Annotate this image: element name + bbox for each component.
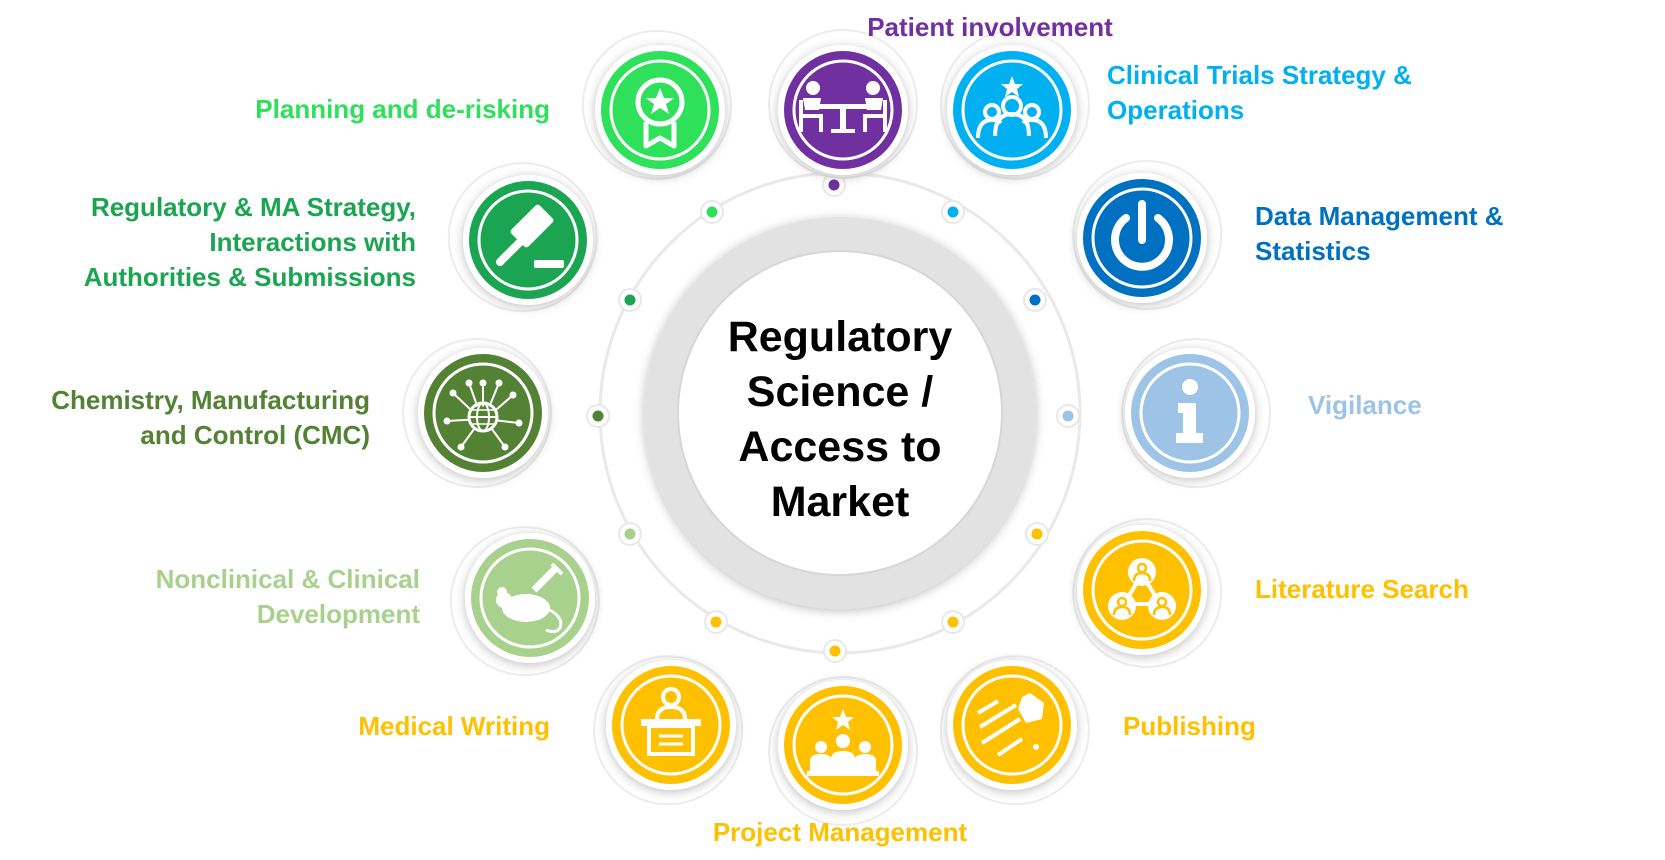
label-clinical-trials: Clinical Trials Strategy & Operations	[1107, 60, 1412, 125]
gavel-icon	[496, 204, 564, 268]
label-cmc: Chemistry, Manufacturing and Control (CM…	[51, 385, 370, 450]
award-badge-icon	[635, 77, 685, 149]
network-people-icon	[1108, 558, 1176, 620]
lectern-speaker-icon	[641, 687, 701, 756]
badge-patient-involvement	[768, 29, 919, 180]
globe-network-icon	[443, 379, 523, 451]
team-leader-icon	[807, 709, 879, 776]
badge-data-management	[1072, 159, 1223, 310]
badge-project-management	[768, 675, 919, 826]
meeting-table-icon	[799, 81, 887, 133]
orbit-dot-cmc	[586, 404, 610, 428]
badge-planning	[581, 29, 732, 180]
info-icon	[1176, 379, 1203, 443]
badge-medical-writing	[593, 655, 744, 806]
lab-mouse-syringe-icon	[496, 562, 564, 634]
power-icon	[1111, 200, 1173, 271]
center-title: Regulatory Science / Access to Market	[727, 313, 953, 526]
badge-vigilance	[1121, 338, 1271, 488]
orbit-dot-nonclinical	[618, 522, 642, 546]
orbit-dot-vigilance	[1056, 404, 1080, 428]
orbit-dot-publishing	[941, 610, 965, 634]
label-nonclinical: Nonclinical & Clinical Development	[155, 564, 420, 629]
orbit-dot-regulatory-strategy	[618, 288, 642, 312]
badge-regulatory-strategy	[447, 162, 598, 313]
label-project-management: Project Management	[712, 817, 968, 847]
label-medical-writing: Medical Writing	[358, 711, 550, 741]
label-literature-search: Literature Search	[1255, 574, 1469, 604]
label-patient-involvement: Patient involvement	[867, 12, 1113, 42]
label-regulatory-strategy: Regulatory & MA Strategy, Interactions w…	[83, 192, 416, 292]
team-star-icon	[976, 76, 1048, 139]
label-vigilance: Vigilance	[1308, 390, 1422, 420]
badge-publishing	[939, 655, 1090, 806]
rocket-launch-icon	[976, 693, 1044, 757]
label-publishing: Publishing	[1123, 711, 1256, 741]
badge-nonclinical	[449, 526, 600, 677]
orbit-dot-medical-writing	[704, 610, 728, 634]
orbit-dot-literature-search	[1025, 522, 1049, 546]
orbit-dot-data-management	[1023, 288, 1047, 312]
badge-literature-search	[1072, 518, 1223, 669]
hub-disc	[677, 250, 1003, 576]
orbit-dot-project-management	[823, 639, 847, 663]
label-data-management: Data Management & Statistics	[1255, 201, 1504, 266]
label-planning: Planning and de-risking	[255, 94, 550, 124]
orbit-dot-planning	[700, 200, 724, 224]
orbit-dot-clinical-trials	[941, 200, 965, 224]
badge-clinical-trials	[939, 29, 1090, 180]
badge-cmc	[402, 338, 552, 488]
